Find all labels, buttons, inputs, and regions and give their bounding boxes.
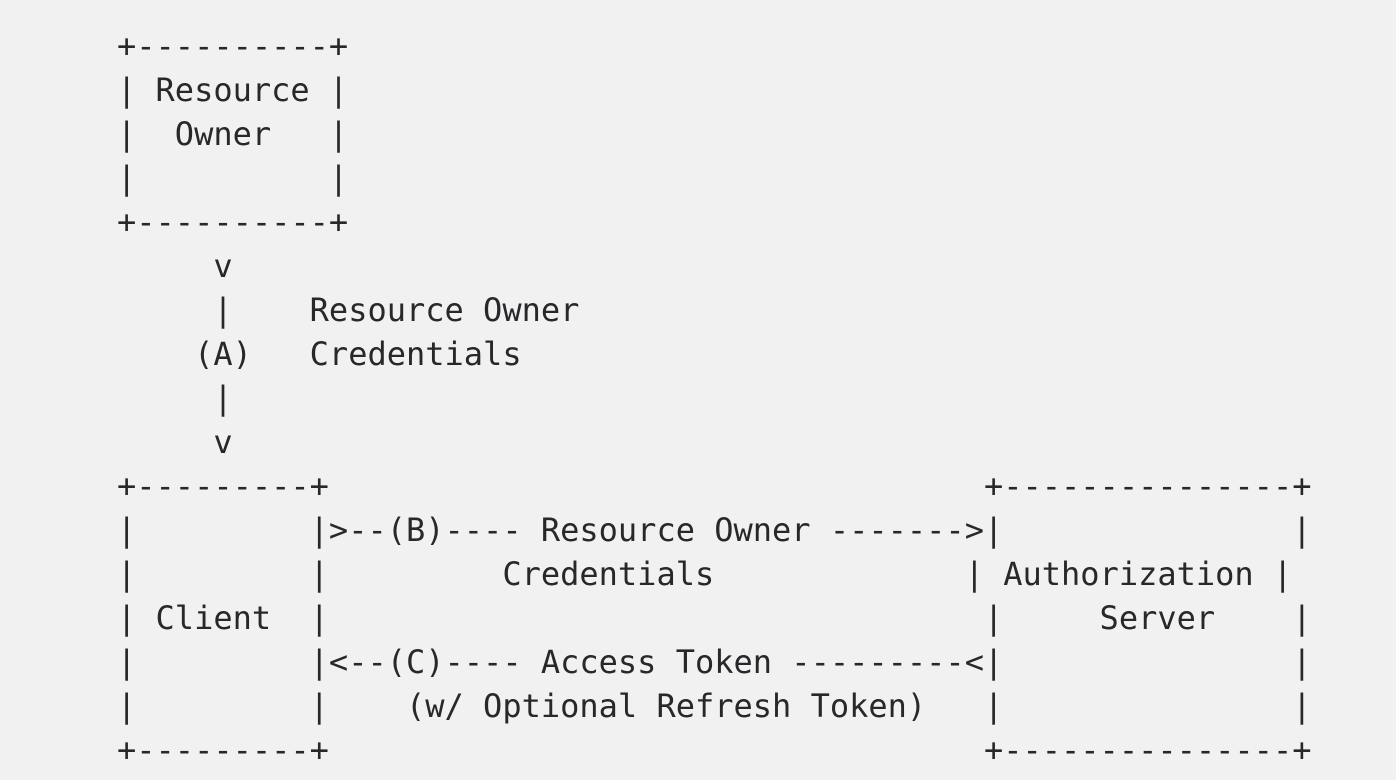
oauth-flow-ascii-diagram: +----------+ | Resource | | Owner | | | … [117,27,1312,769]
text-viewer: +----------+ | Resource | | Owner | | | … [117,27,1312,769]
